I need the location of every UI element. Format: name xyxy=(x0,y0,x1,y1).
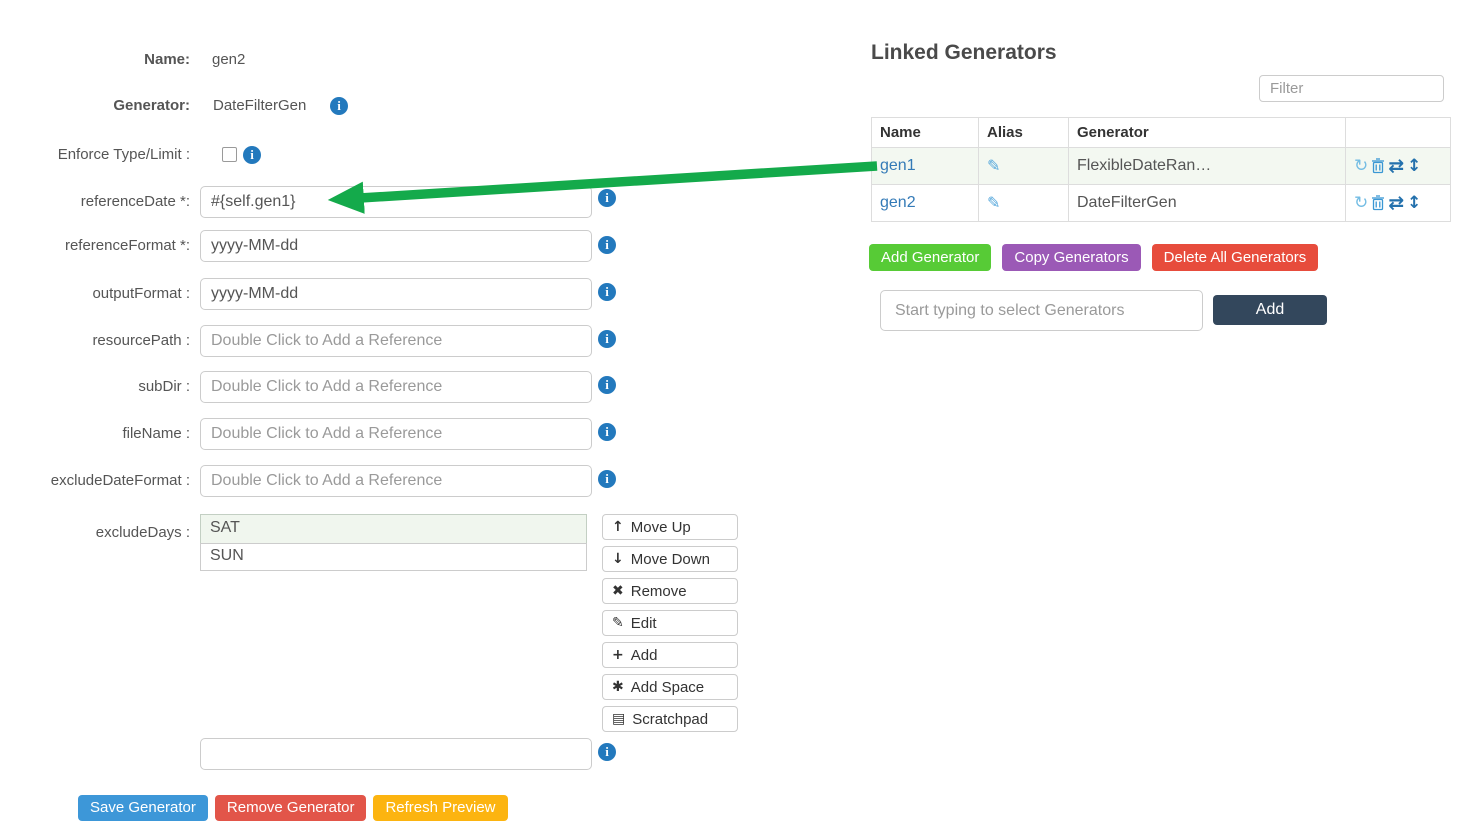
info-icon[interactable]: i xyxy=(598,283,616,301)
info-icon[interactable]: i xyxy=(598,189,616,207)
referenceDate-input[interactable] xyxy=(200,186,592,218)
table-header-row: Name Alias Generator xyxy=(871,117,1451,148)
list-item-sun[interactable]: SUN xyxy=(200,543,587,571)
outputFormat-label: outputFormat : xyxy=(92,285,190,302)
edit-item-label: Edit xyxy=(630,614,657,632)
filter-input[interactable] xyxy=(1259,75,1444,102)
remove-item-label: Remove xyxy=(630,582,687,600)
save-generator-button[interactable]: Save Generator xyxy=(78,795,208,821)
add-space-label: Add Space xyxy=(630,678,705,696)
copy-generators-button[interactable]: Copy Generators xyxy=(1002,244,1141,271)
trash-icon[interactable] xyxy=(1371,158,1385,174)
add-item-label: Add xyxy=(630,646,658,664)
referenceFormat-label: referenceFormat *: xyxy=(64,237,190,254)
excludeDays-label: excludeDays : xyxy=(95,524,190,541)
info-icon[interactable]: i xyxy=(598,743,616,761)
fileName-input[interactable] xyxy=(200,418,592,450)
enforce-type-limit-label: Enforce Type/Limit : xyxy=(57,146,190,163)
generator-value: DateFilterGen xyxy=(213,97,307,114)
new-excludeDay-input[interactable] xyxy=(200,738,592,770)
repeat-icon[interactable]: ↻ xyxy=(1354,192,1369,213)
form-footer-actions: Save Generator Remove Generator Refresh … xyxy=(78,795,508,821)
refresh-preview-button[interactable]: Refresh Preview xyxy=(373,795,508,821)
move-up-icon: ↑ xyxy=(612,519,624,535)
resourcePath-label: resourcePath : xyxy=(92,332,190,349)
edit-item-button[interactable]: ✎ Edit xyxy=(602,610,738,636)
asterisk-icon: ✱ xyxy=(612,679,624,695)
swap-vertical-icon[interactable]: ↕ xyxy=(1407,192,1422,213)
add-selected-generator-button[interactable]: Add xyxy=(1213,295,1327,325)
add-generator-button[interactable]: Add Generator xyxy=(869,244,992,271)
swap-vertical-icon[interactable]: ↕ xyxy=(1407,155,1422,176)
swap-horizontal-icon[interactable]: ⇄ xyxy=(1388,191,1405,214)
move-up-label: Move Up xyxy=(630,518,691,536)
column-header-alias[interactable]: Alias xyxy=(978,117,1069,148)
plus-icon: + xyxy=(612,647,624,663)
excludeDateFormat-input[interactable] xyxy=(200,465,592,497)
name-label: Name: xyxy=(144,51,190,68)
swap-horizontal-icon[interactable]: ⇄ xyxy=(1388,154,1405,177)
move-down-button[interactable]: ↓ Move Down xyxy=(602,546,738,572)
generator-type-cell: DateFilterGen xyxy=(1077,194,1177,211)
add-item-button[interactable]: + Add xyxy=(602,642,738,668)
name-value: gen2 xyxy=(212,51,246,68)
row-action-icons: ↻ ⇄ ↕ xyxy=(1354,154,1442,177)
gen2-link[interactable]: gen2 xyxy=(880,194,916,211)
column-header-generator[interactable]: Generator xyxy=(1068,117,1346,148)
move-down-icon: ↓ xyxy=(612,551,624,567)
linked-generators-toolbar: Add Generator Copy Generators Delete All… xyxy=(869,244,1319,271)
generator-type-cell: FlexibleDateRan… xyxy=(1077,157,1212,174)
excludeDateFormat-label: excludeDateFormat : xyxy=(50,472,190,489)
edit-pencil-icon: ✎ xyxy=(612,615,624,631)
file-icon: ▤ xyxy=(612,711,626,727)
add-space-button[interactable]: ✱ Add Space xyxy=(602,674,738,700)
subDir-input[interactable] xyxy=(200,371,592,403)
table-row-gen1[interactable]: gen1 ✎ FlexibleDateRan… ↻ xyxy=(871,147,1451,185)
remove-item-button[interactable]: ✖ Remove xyxy=(602,578,738,604)
referenceFormat-input[interactable] xyxy=(200,230,592,262)
edit-alias-pencil-icon[interactable]: ✎ xyxy=(987,156,1001,175)
info-icon[interactable]: i xyxy=(598,330,616,348)
info-icon[interactable]: i xyxy=(598,236,616,254)
list-item-sat[interactable]: SAT xyxy=(200,514,587,544)
column-header-name[interactable]: Name xyxy=(871,117,979,148)
scratchpad-button[interactable]: ▤ Scratchpad xyxy=(602,706,738,732)
info-icon[interactable]: i xyxy=(243,146,261,164)
info-icon[interactable]: i xyxy=(598,423,616,441)
move-up-button[interactable]: ↑ Move Up xyxy=(602,514,738,540)
scratchpad-label: Scratchpad xyxy=(632,710,709,728)
info-icon[interactable]: i xyxy=(598,470,616,488)
linked-generators-title: Linked Generators xyxy=(871,41,1057,64)
resourcePath-input[interactable] xyxy=(200,325,592,357)
trash-icon[interactable] xyxy=(1371,195,1385,211)
referenceDate-label: referenceDate *: xyxy=(80,193,190,210)
excludeDays-listbox: SAT SUN xyxy=(200,514,587,571)
generator-label: Generator: xyxy=(113,97,190,114)
select-generators-input[interactable] xyxy=(880,290,1203,331)
row-action-icons: ↻ ⇄ ↕ xyxy=(1354,191,1442,214)
info-icon[interactable]: i xyxy=(598,376,616,394)
linked-generators-table: Name Alias Generator gen1 ✎ FlexibleDate… xyxy=(871,117,1451,222)
table-row-gen2[interactable]: gen2 ✎ DateFilterGen ↻ xyxy=(871,184,1451,222)
gen1-link[interactable]: gen1 xyxy=(880,157,916,174)
enforce-type-limit-checkbox[interactable] xyxy=(222,147,237,162)
edit-alias-pencil-icon[interactable]: ✎ xyxy=(987,193,1001,212)
remove-x-icon: ✖ xyxy=(612,583,624,599)
column-header-actions xyxy=(1345,117,1451,148)
fileName-label: fileName : xyxy=(122,425,190,442)
subDir-label: subDir : xyxy=(138,378,190,395)
delete-all-generators-button[interactable]: Delete All Generators xyxy=(1151,244,1319,271)
repeat-icon[interactable]: ↻ xyxy=(1354,155,1369,176)
remove-generator-button[interactable]: Remove Generator xyxy=(214,795,367,821)
info-icon[interactable]: i xyxy=(330,97,348,115)
outputFormat-input[interactable] xyxy=(200,278,592,310)
move-down-label: Move Down xyxy=(630,550,710,568)
